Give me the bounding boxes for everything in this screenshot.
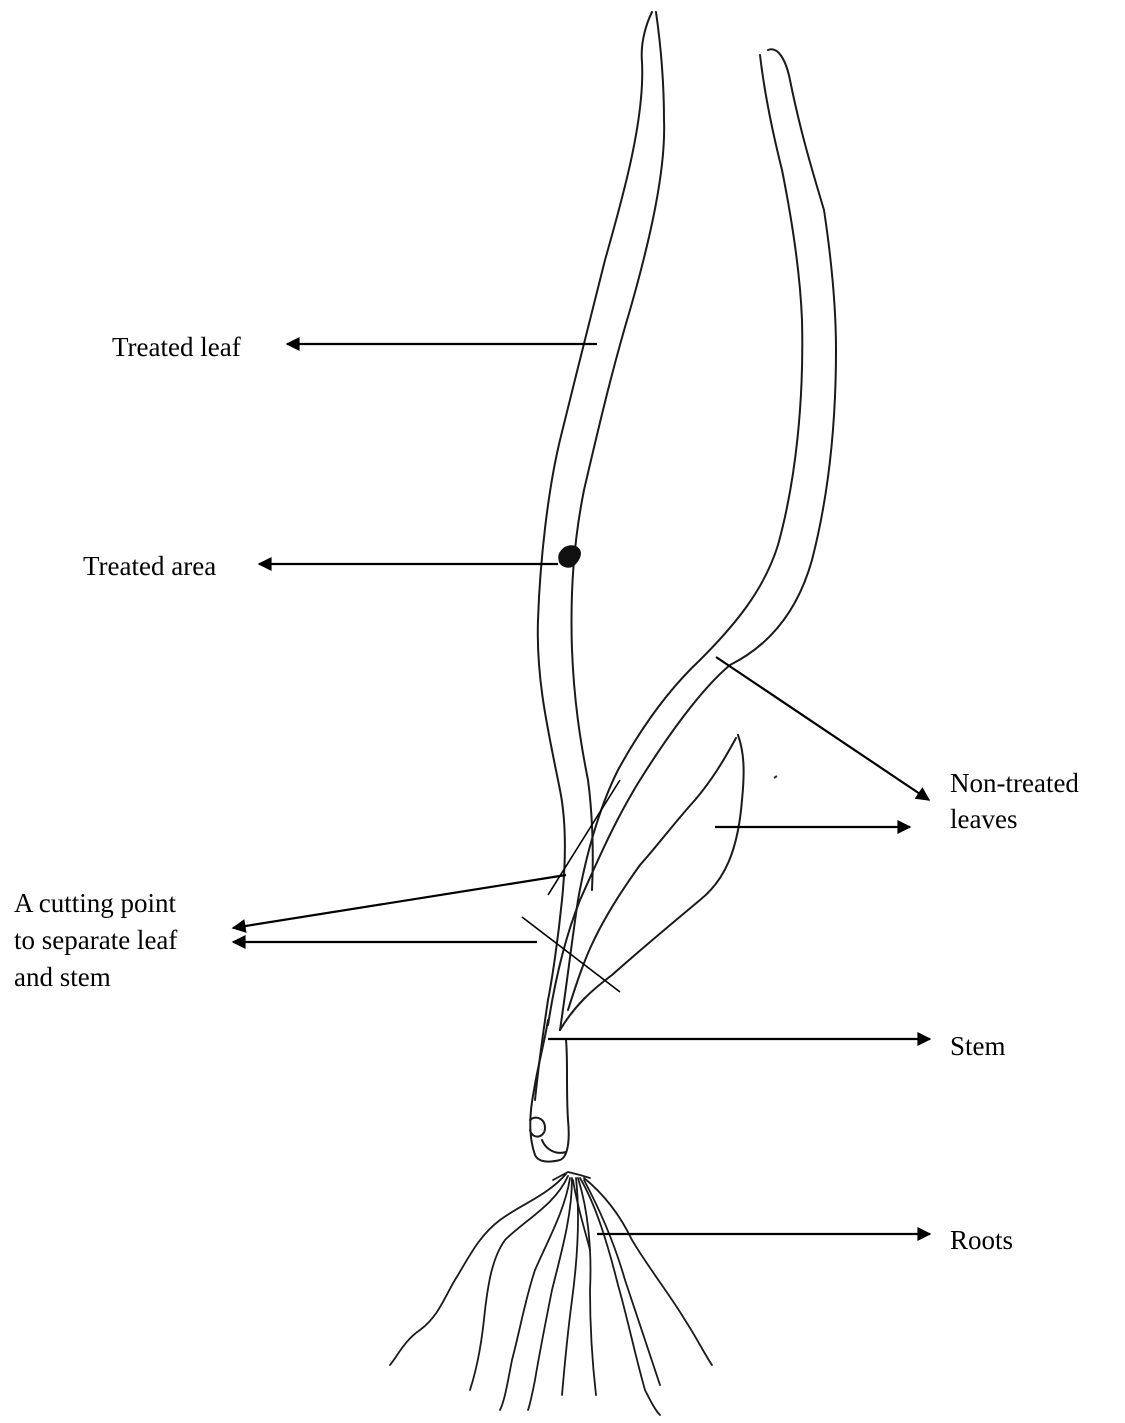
- cutting-point-label-line3: and stem: [14, 961, 111, 994]
- treated-leaf-outline: [572, 12, 665, 890]
- roots-label: Roots: [950, 1224, 1013, 1257]
- speck: [774, 776, 777, 778]
- roots-drawing: [390, 1172, 712, 1415]
- stem-outline: [542, 1140, 566, 1153]
- treated-leaf-outline: [535, 12, 652, 1100]
- non-treated-leaves-label-line2: leaves: [950, 803, 1017, 836]
- treated-area-label: Treated area: [83, 550, 216, 583]
- cutting-mark-lower: [522, 917, 620, 992]
- treated-area-spot: [559, 546, 581, 567]
- cutting-point-label-line1: A cutting point: [14, 887, 176, 920]
- arrow-cutting-point-1: [233, 875, 566, 928]
- non-treated-leaf-outline: [548, 49, 836, 1025]
- cutting-point-label-line2: to separate leaf: [14, 924, 177, 957]
- stem-label: Stem: [950, 1030, 1006, 1063]
- stem-outline: [530, 1118, 545, 1137]
- non-treated-leaves-label-line1: Non-treated: [950, 767, 1079, 800]
- arrow-non-treated-leaf-1: [716, 657, 929, 800]
- non-treated-leaf-outline: [560, 55, 802, 1030]
- treated-leaf-label: Treated leaf: [112, 331, 241, 364]
